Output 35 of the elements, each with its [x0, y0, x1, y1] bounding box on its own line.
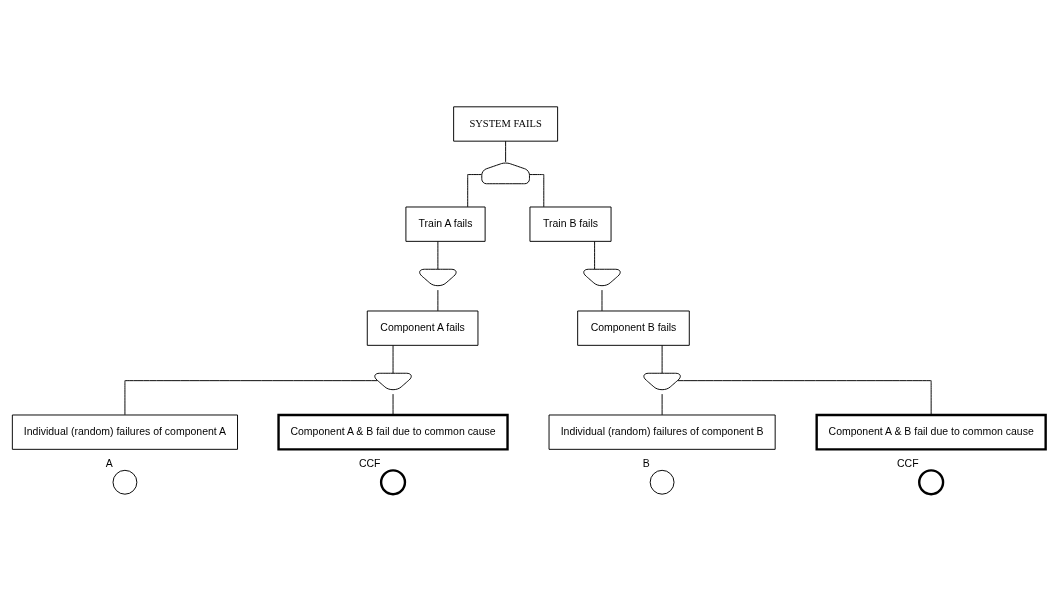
node-label: B: [642, 457, 650, 469]
node-circle: [379, 468, 407, 495]
connector: [661, 344, 663, 374]
connector: [392, 393, 394, 415]
node-semicircle: [481, 162, 530, 184]
node-label: CCF: [897, 457, 919, 469]
node-circle: [649, 469, 675, 495]
connector: [594, 240, 596, 270]
node-crescent: [583, 268, 621, 286]
connector: [529, 173, 545, 207]
node-label: A: [105, 457, 113, 469]
node-box: Component A fails: [366, 310, 479, 346]
node-box: Train A fails: [405, 206, 486, 242]
node-box: Train B fails: [529, 206, 612, 242]
node-box: Component B fails: [577, 310, 690, 346]
node-box: SYSTEM FAILS: [453, 105, 559, 142]
connector: [467, 173, 482, 207]
node-crescent: [419, 268, 457, 286]
connector: [677, 379, 932, 415]
node-box: Individual (random) failures of component A: [11, 414, 238, 450]
connector: [437, 240, 439, 270]
connector: [437, 289, 439, 311]
node-circle: [918, 468, 945, 495]
connector: [124, 379, 378, 415]
node-box: Component A & B fail due to common cause: [277, 413, 509, 451]
node-label: CCF: [358, 457, 381, 469]
connector: [505, 140, 507, 162]
node-crescent: [643, 372, 681, 390]
node-box: Individual (random) failures of component B: [548, 414, 776, 450]
node-crescent: [374, 372, 412, 390]
connector: [392, 344, 394, 374]
connector: [661, 393, 663, 415]
connector: [601, 289, 603, 311]
node-circle: [112, 469, 138, 495]
node-box: Component A & B fail due to common cause: [815, 413, 1047, 451]
